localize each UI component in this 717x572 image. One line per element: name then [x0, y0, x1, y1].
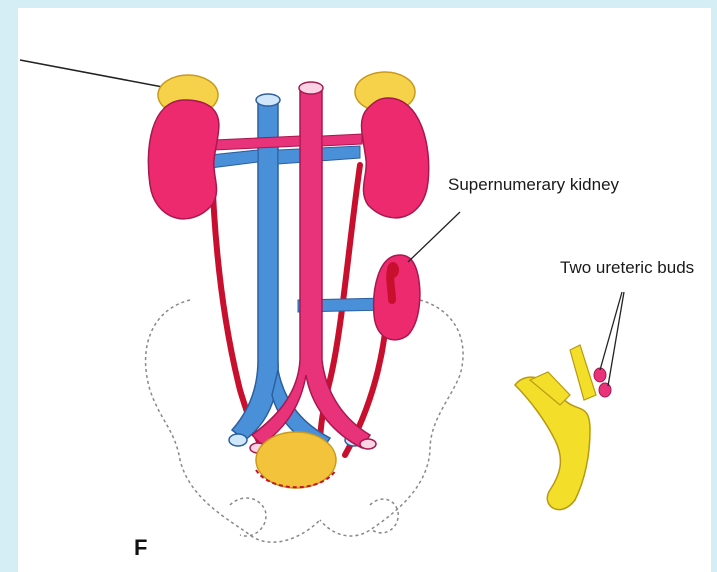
panel-letter: F [134, 535, 147, 561]
supernumerary-kidney-label: Supernumerary kidney [448, 175, 619, 195]
bladder [256, 432, 336, 488]
ureteric-bud-pointer-1 [600, 292, 622, 370]
vena-cava-top-lumen [256, 94, 280, 106]
right-kidney [362, 98, 429, 218]
adrenal-pointer-line [20, 60, 168, 88]
aorta-top-lumen [299, 82, 323, 94]
left-kidney-group [148, 75, 219, 219]
ureteric-bud-drawing [515, 345, 611, 510]
aorta [214, 82, 376, 453]
right-kidney-group [355, 72, 429, 218]
ureteric-bud-pointer-2 [608, 292, 624, 386]
two-ureteric-buds-label: Two ureteric buds [560, 258, 694, 278]
supernumerary-kidney-pointer [408, 212, 460, 262]
supernumerary-kidney [374, 255, 420, 340]
left-kidney [148, 100, 219, 219]
